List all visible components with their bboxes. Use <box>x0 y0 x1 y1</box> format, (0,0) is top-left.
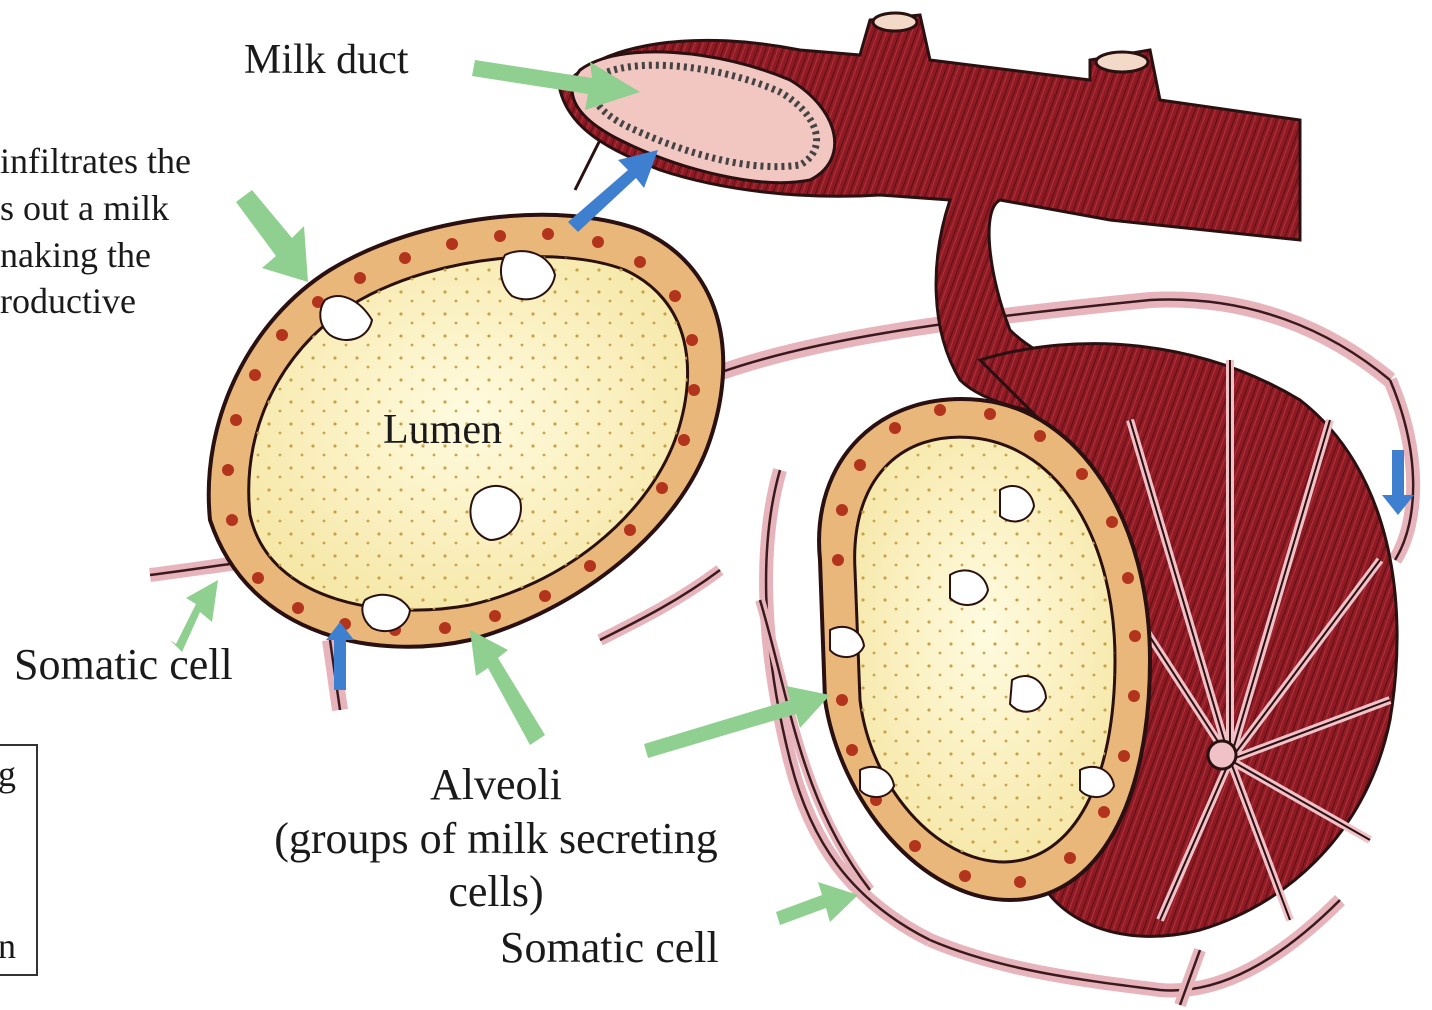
cropped-legend-char-top: g <box>0 756 16 794</box>
cropped-legend-box: g n <box>0 744 38 976</box>
cropped-caption-line-2: s out a milk <box>0 185 191 232</box>
alveoli-label: Alveoli (groups of milk secreting cells) <box>212 758 780 919</box>
cropped-caption: infiltrates the s out a milk naking the … <box>0 138 191 325</box>
cropped-caption-line-3: naking the <box>0 232 191 279</box>
lumen-label: Lumen <box>383 408 502 452</box>
milk-duct-label: Milk duct <box>244 38 409 82</box>
somatic-cell-label-bottom: Somatic cell <box>500 925 719 971</box>
arrow-alveoli-left <box>470 630 545 745</box>
cropped-legend-char-bottom: n <box>0 928 16 966</box>
alveoli-label-line-1: Alveoli <box>212 758 780 812</box>
alveoli-label-line-3: cells) <box>212 865 780 919</box>
cropped-caption-line-1: infiltrates the <box>0 138 191 185</box>
arrow-somatic-bottom <box>776 882 858 925</box>
somatic-cell-label-left: Somatic cell <box>14 642 233 688</box>
alveoli-label-line-2: (groups of milk secreting <box>212 812 780 866</box>
arrow-infiltrates <box>236 190 308 282</box>
cropped-caption-line-4: roductive <box>0 278 191 325</box>
